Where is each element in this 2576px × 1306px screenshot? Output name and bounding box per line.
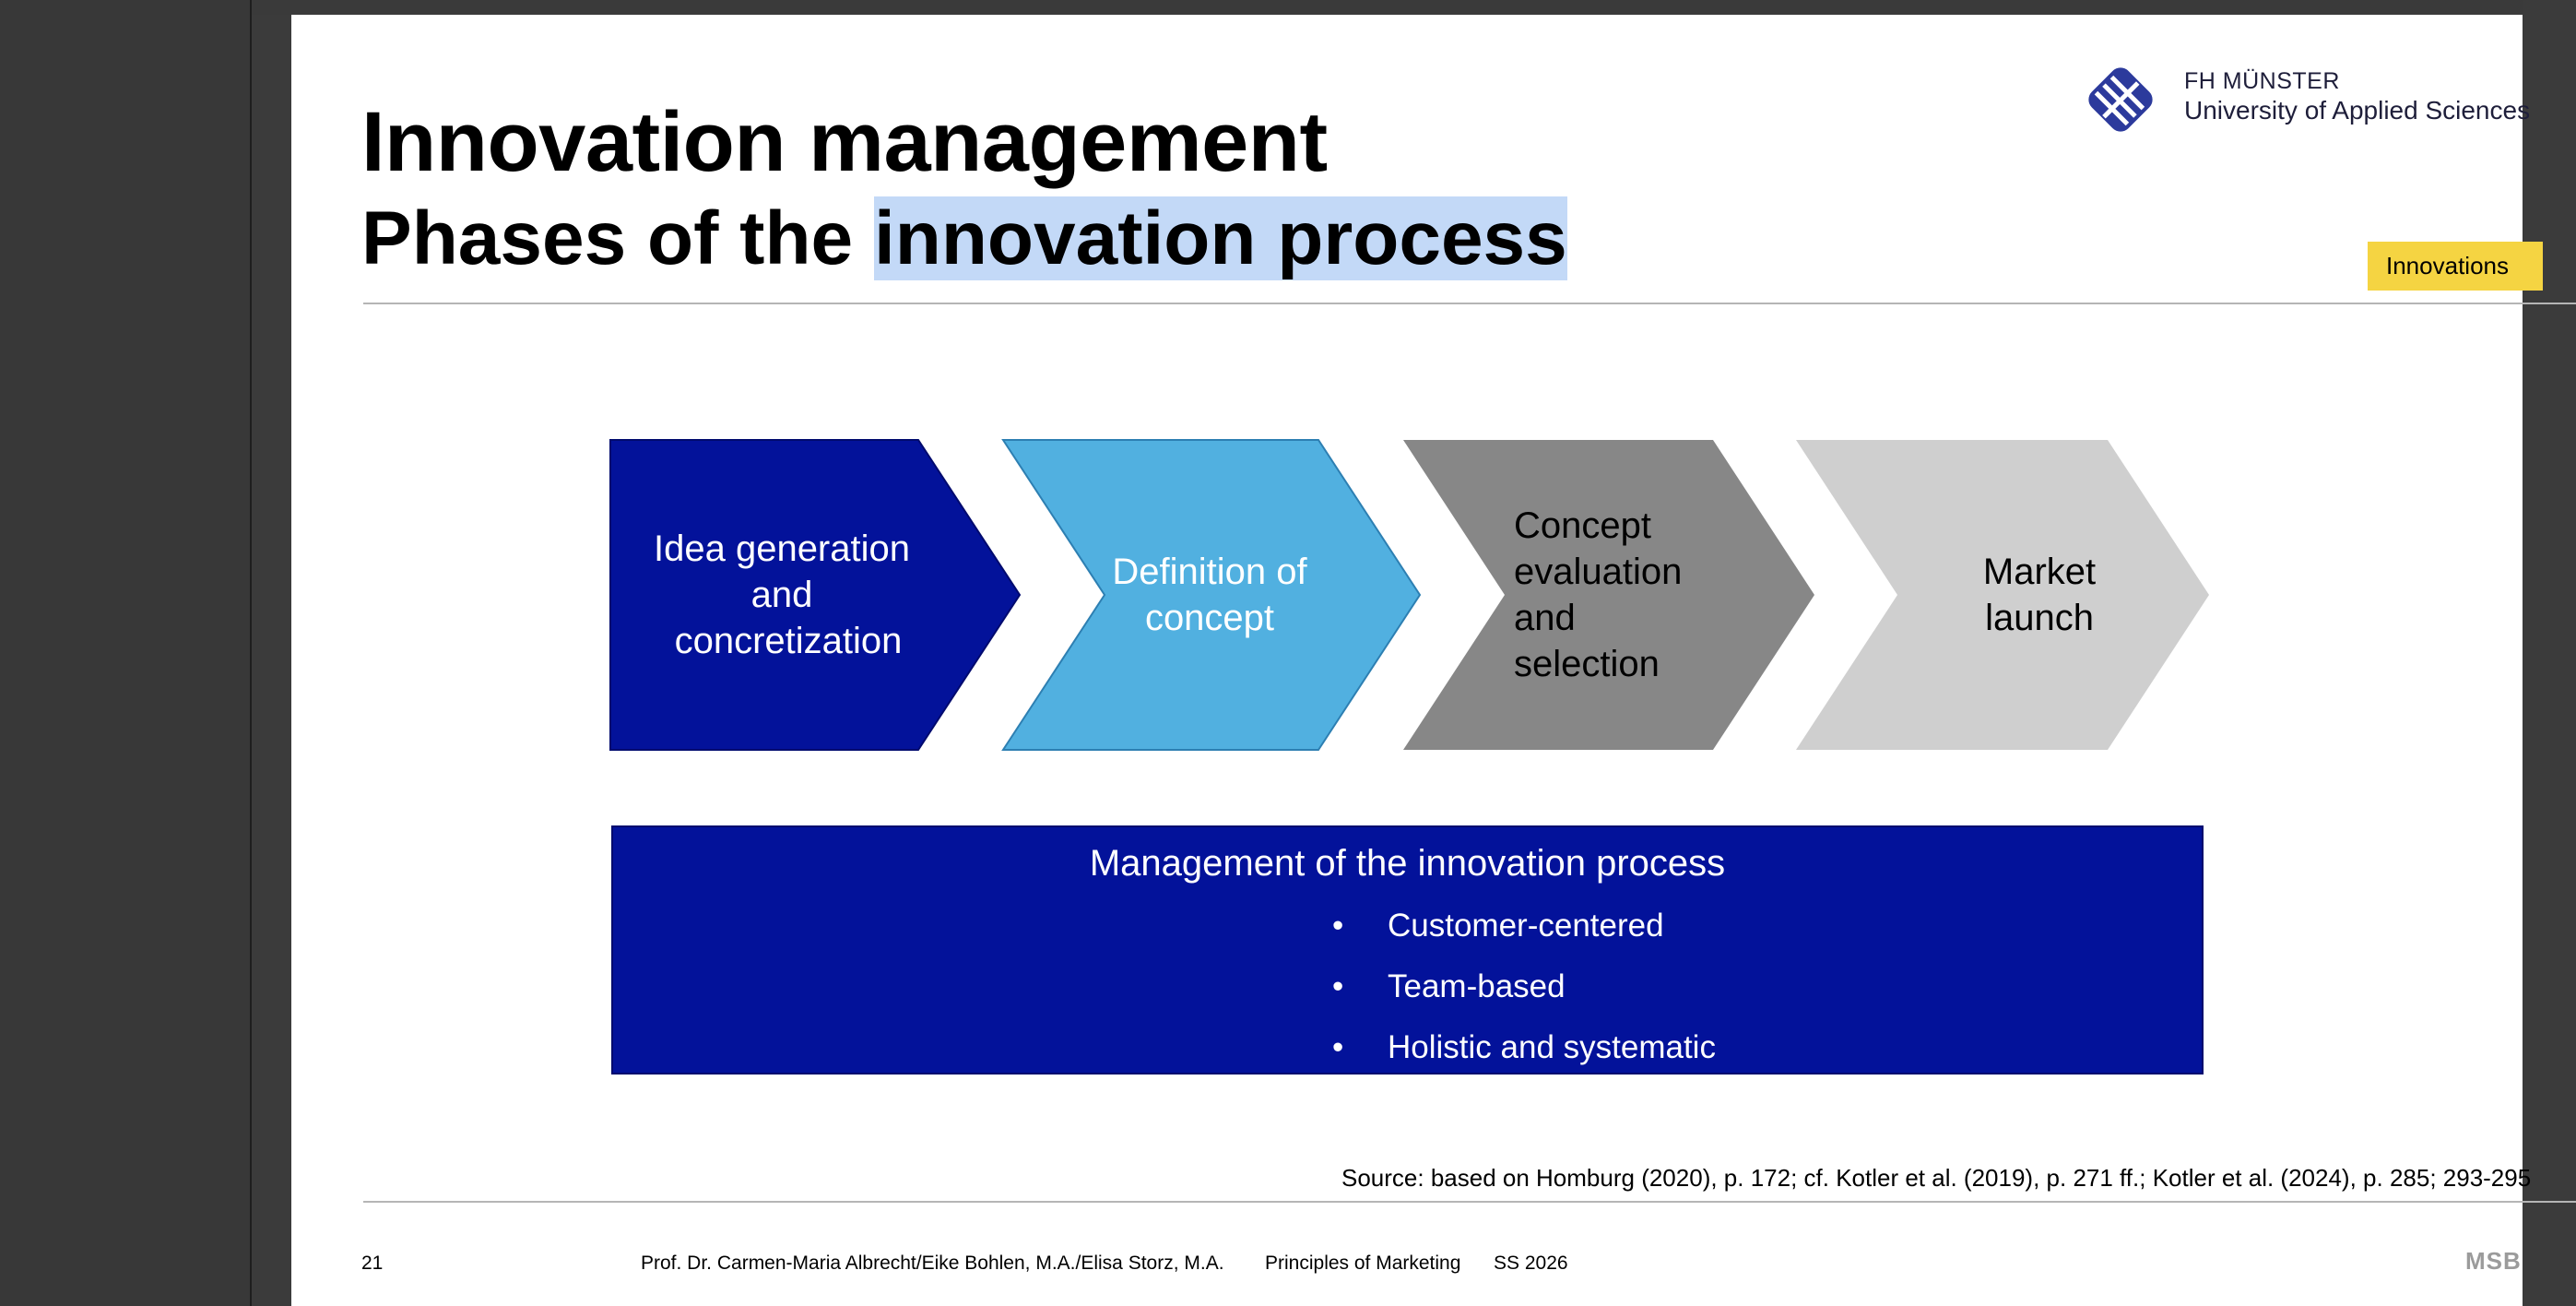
step-1-line-1: Idea generation xyxy=(653,528,910,569)
slide-title: Innovation management xyxy=(361,95,1328,189)
chevron-shapes xyxy=(609,439,2209,751)
step-3-line-2: evaluation and xyxy=(1514,552,1683,638)
panel-divider[interactable] xyxy=(250,0,252,1306)
management-box: Management of the innovation process • Cu… xyxy=(611,825,2204,1074)
footer-semester: SS 2026 xyxy=(1494,1253,1568,1274)
fh-muenster-logo-icon xyxy=(2088,67,2153,132)
viewer-side-panel xyxy=(0,0,250,1306)
chevron-step-1 xyxy=(609,439,1022,751)
bullet-icon: • xyxy=(1332,908,1344,944)
page-number: 21 xyxy=(361,1253,384,1274)
step-2-line-1: Definition of xyxy=(1112,552,1307,592)
list-item-text: Customer-centered xyxy=(1388,908,1664,944)
step-1-line-2: and xyxy=(750,575,813,615)
management-list: • Customer-centered • Team-based • Holistic… xyxy=(1329,903,1716,1086)
list-item: • Holistic and systematic xyxy=(1329,1025,1716,1086)
title-divider xyxy=(363,303,2576,304)
chevron-step-3 xyxy=(1403,440,1814,750)
step-2-line-2: concept xyxy=(1144,598,1275,638)
footer-course: Principles of Marketing xyxy=(1265,1253,1461,1274)
subtitle-text: Phases of the xyxy=(361,196,874,280)
slide-subtitle[interactable]: Phases of the innovation process xyxy=(361,196,1567,282)
viewer-top-bar xyxy=(252,0,2523,15)
list-item: • Customer-centered xyxy=(1329,903,1716,964)
step-label-idea-generation: Idea generation and concretization xyxy=(610,440,953,750)
process-chevrons: Idea generation and concretization Definit… xyxy=(609,439,2218,751)
step-3-line-1: Concept xyxy=(1514,505,1651,546)
logo-line-2: University of Applied Sciences xyxy=(2184,96,2531,125)
list-item-text: Holistic and systematic xyxy=(1388,1029,1716,1065)
step-label-market-launch: Market launch xyxy=(1932,440,2146,750)
step-label-definition-of-concept: Definition of concept xyxy=(1073,440,1346,750)
section-tag: Innovations xyxy=(2368,242,2543,291)
step-1-line-3: concretization xyxy=(674,621,903,661)
footer-divider xyxy=(363,1201,2576,1203)
list-item: • Team-based xyxy=(1329,964,1716,1025)
slide-canvas[interactable]: Innovation management Phases of the inno… xyxy=(291,15,2576,1306)
fh-muenster-logo-text: FH MÜNSTER University of Applied Science… xyxy=(2184,67,2530,125)
step-4-line-1: Market xyxy=(1982,552,2097,592)
selected-text[interactable]: innovation process xyxy=(873,196,1567,280)
bullet-icon: • xyxy=(1332,968,1344,1004)
source-citation: Source: based on Homburg (2020), p. 172;… xyxy=(1341,1164,2532,1192)
chevron-step-2 xyxy=(1001,439,1422,751)
list-item-text: Team-based xyxy=(1388,968,1566,1004)
chevron-step-4 xyxy=(1796,440,2209,750)
step-4-line-2: launch xyxy=(1985,598,2094,638)
management-title: Management of the innovation process xyxy=(1089,843,1726,884)
step-label-concept-evaluation: Concept evaluation and selection xyxy=(1514,440,1754,750)
step-3-line-3: selection xyxy=(1514,644,1660,684)
bullet-icon: • xyxy=(1332,1029,1344,1065)
msb-logo: MSB xyxy=(2465,1247,2522,1275)
logo-line-1: FH MÜNSTER xyxy=(2184,68,2340,94)
footer-authors: Prof. Dr. Carmen-Maria Albrecht/Eike Boh… xyxy=(641,1253,1224,1274)
